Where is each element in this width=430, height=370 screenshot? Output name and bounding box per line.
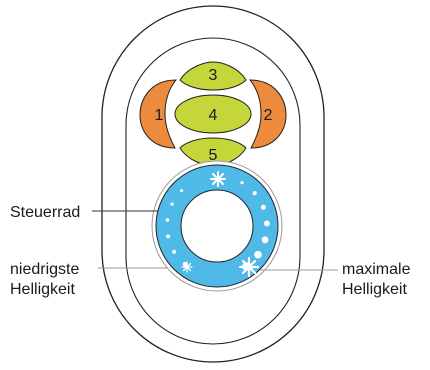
min-brightness-label-2: Helligkeit	[10, 281, 75, 298]
button-4-label: 4	[209, 107, 218, 124]
max-brightness-label-1: maximale	[342, 261, 411, 278]
button-1-label: 1	[155, 107, 164, 124]
button-2[interactable]	[248, 79, 287, 149]
brightness-dot	[240, 181, 244, 185]
sparkle-top-icon	[210, 171, 226, 187]
brightness-dot	[254, 250, 262, 259]
button-3-label: 3	[209, 67, 218, 84]
button-2-label: 2	[264, 107, 273, 124]
brightness-dot	[180, 189, 184, 193]
control-wheel[interactable]	[151, 160, 283, 292]
brightness-dot	[263, 220, 270, 227]
min-brightness-icon	[181, 261, 193, 273]
max-brightness-icon	[238, 256, 260, 278]
button-3[interactable]	[179, 61, 247, 91]
button-5-label: 5	[209, 147, 218, 164]
brightness-dot	[165, 218, 170, 222]
brightness-dot	[170, 202, 174, 206]
button-cluster: 1 2 3 4 5	[139, 61, 287, 167]
wheel-center-button[interactable]	[180, 189, 254, 263]
brightness-dot	[172, 249, 177, 254]
max-brightness-label-2: Helligkeit	[342, 281, 407, 298]
brightness-dot	[252, 191, 257, 196]
wheel-label: Steuerrad	[10, 204, 80, 221]
brightness-dot	[260, 204, 266, 210]
brightness-dot	[166, 234, 171, 239]
button-1[interactable]	[139, 79, 178, 149]
min-brightness-label-1: niedrigste	[10, 261, 79, 278]
brightness-dot	[261, 236, 269, 244]
button-4[interactable]	[174, 94, 252, 134]
